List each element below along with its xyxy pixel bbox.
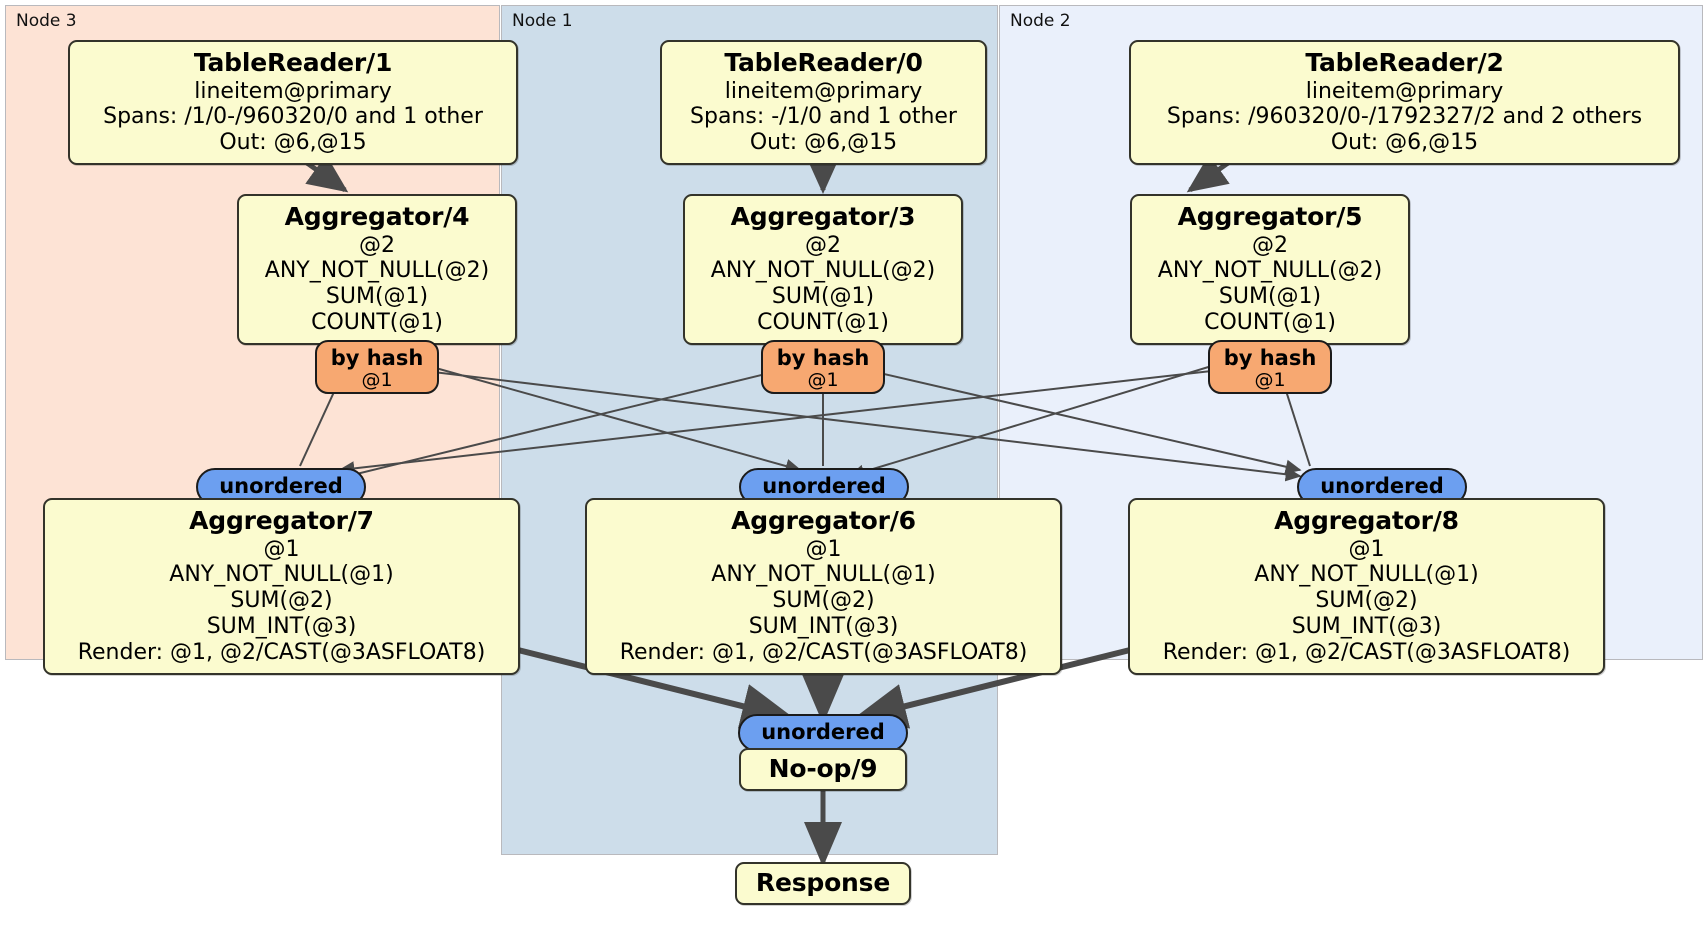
- processor-table-reader-1[interactable]: TableReader/1 lineitem@primary Spans: /1…: [68, 40, 518, 166]
- processor-title: TableReader/0: [724, 48, 923, 77]
- processor-aggregator-7[interactable]: Aggregator/7 @1 ANY_NOT_NULL(@1) SUM(@2)…: [43, 498, 520, 676]
- processor-detail-line: @2: [805, 232, 841, 258]
- processor-detail-line: COUNT(@1): [311, 310, 443, 336]
- processor-title: TableReader/1: [193, 48, 393, 77]
- processor-response[interactable]: Response: [735, 862, 911, 905]
- processor-aggregator-5[interactable]: Aggregator/5 @2 ANY_NOT_NULL(@2) SUM(@1)…: [1130, 194, 1410, 346]
- router-type-label: by hash: [1223, 346, 1317, 370]
- processor-detail-line: ANY_NOT_NULL(@1): [711, 562, 936, 588]
- processor-detail-line: SUM(@1): [325, 284, 429, 310]
- processor-title: TableReader/2: [1305, 48, 1504, 77]
- processor-title: Aggregator/6: [731, 506, 916, 535]
- processor-detail-line: SUM_INT(@3): [748, 614, 899, 640]
- synchronizer-label: unordered: [762, 474, 886, 499]
- processor-aggregator-6[interactable]: Aggregator/6 @1 ANY_NOT_NULL(@1) SUM(@2)…: [585, 498, 1062, 676]
- processor-detail-line: ANY_NOT_NULL(@2): [710, 258, 936, 284]
- synchronizer-label: unordered: [1320, 474, 1444, 499]
- node-group-label-node2: Node 2: [1010, 11, 1071, 31]
- processor-detail-line: @2: [359, 232, 395, 258]
- processor-detail-line: ANY_NOT_NULL(@1): [1254, 562, 1479, 588]
- processor-detail-line: SUM(@1): [771, 284, 875, 310]
- synchronizer-unordered-final[interactable]: unordered: [738, 714, 908, 752]
- router-by-hash-right[interactable]: by hash @1: [1208, 340, 1332, 394]
- processor-aggregator-4[interactable]: Aggregator/4 @2 ANY_NOT_NULL(@2) SUM(@1)…: [237, 194, 517, 346]
- router-type-label: by hash: [776, 346, 870, 370]
- processor-detail-line: SUM_INT(@3): [1291, 614, 1442, 640]
- processor-title: No-op/9: [768, 754, 878, 783]
- processor-detail-line: lineitem@primary: [194, 78, 392, 104]
- processor-no-op-9[interactable]: No-op/9: [739, 748, 907, 791]
- processor-detail-line: lineitem@primary: [1305, 78, 1504, 104]
- processor-detail-line: ANY_NOT_NULL(@1): [169, 562, 394, 588]
- processor-detail-line: @1: [805, 536, 842, 562]
- router-by-hash-left[interactable]: by hash @1: [315, 340, 439, 394]
- processor-table-reader-0[interactable]: TableReader/0 lineitem@primary Spans: -/…: [660, 40, 987, 166]
- processor-detail-line: Render: @1, @2/CAST(@3ASFLOAT8): [77, 640, 486, 666]
- processor-detail-line: Out: @6,@15: [1330, 130, 1479, 156]
- processor-title: Response: [755, 868, 891, 897]
- processor-title: Aggregator/3: [730, 202, 916, 231]
- node-group-label-node3: Node 3: [16, 11, 77, 31]
- processor-title: Aggregator/8: [1274, 506, 1459, 535]
- synchronizer-label: unordered: [761, 720, 885, 745]
- processor-aggregator-8[interactable]: Aggregator/8 @1 ANY_NOT_NULL(@1) SUM(@2)…: [1128, 498, 1605, 676]
- processor-detail-line: lineitem@primary: [724, 78, 923, 104]
- processor-detail-line: COUNT(@1): [1204, 310, 1336, 336]
- processor-detail-line: Out: @6,@15: [749, 130, 898, 156]
- processor-detail-line: Render: @1, @2/CAST(@3ASFLOAT8): [619, 640, 1028, 666]
- processor-detail-line: ANY_NOT_NULL(@2): [1157, 258, 1383, 284]
- processor-detail-line: Spans: /960320/0-/1792327/2 and 2 others: [1166, 104, 1643, 130]
- processor-detail-line: @1: [1348, 536, 1385, 562]
- node-group-label-node1: Node 1: [512, 11, 573, 31]
- processor-detail-line: COUNT(@1): [757, 310, 889, 336]
- processor-detail-line: Spans: /1/0-/960320/0 and 1 other: [103, 104, 483, 130]
- processor-table-reader-2[interactable]: TableReader/2 lineitem@primary Spans: /9…: [1129, 40, 1680, 166]
- router-by-hash-center[interactable]: by hash @1: [761, 340, 885, 394]
- router-type-label: by hash: [330, 346, 424, 370]
- router-column-label: @1: [807, 369, 839, 392]
- processor-detail-line: SUM_INT(@3): [206, 614, 357, 640]
- processor-detail-line: SUM(@1): [1218, 284, 1322, 310]
- router-column-label: @1: [361, 369, 393, 392]
- synchronizer-label: unordered: [219, 474, 343, 499]
- processor-detail-line: @2: [1252, 232, 1288, 258]
- processor-title: Aggregator/7: [189, 506, 374, 535]
- processor-detail-line: Spans: -/1/0 and 1 other: [690, 104, 957, 130]
- processor-aggregator-3[interactable]: Aggregator/3 @2 ANY_NOT_NULL(@2) SUM(@1)…: [683, 194, 963, 346]
- router-column-label: @1: [1254, 369, 1286, 392]
- processor-detail-line: ANY_NOT_NULL(@2): [264, 258, 490, 284]
- processor-detail-line: SUM(@2): [230, 588, 333, 614]
- processor-title: Aggregator/5: [1177, 202, 1363, 231]
- processor-detail-line: Out: @6,@15: [219, 130, 367, 156]
- processor-title: Aggregator/4: [284, 202, 470, 231]
- processor-detail-line: SUM(@2): [1315, 588, 1418, 614]
- processor-detail-line: @1: [263, 536, 300, 562]
- processor-detail-line: SUM(@2): [772, 588, 875, 614]
- processor-detail-line: Render: @1, @2/CAST(@3ASFLOAT8): [1162, 640, 1571, 666]
